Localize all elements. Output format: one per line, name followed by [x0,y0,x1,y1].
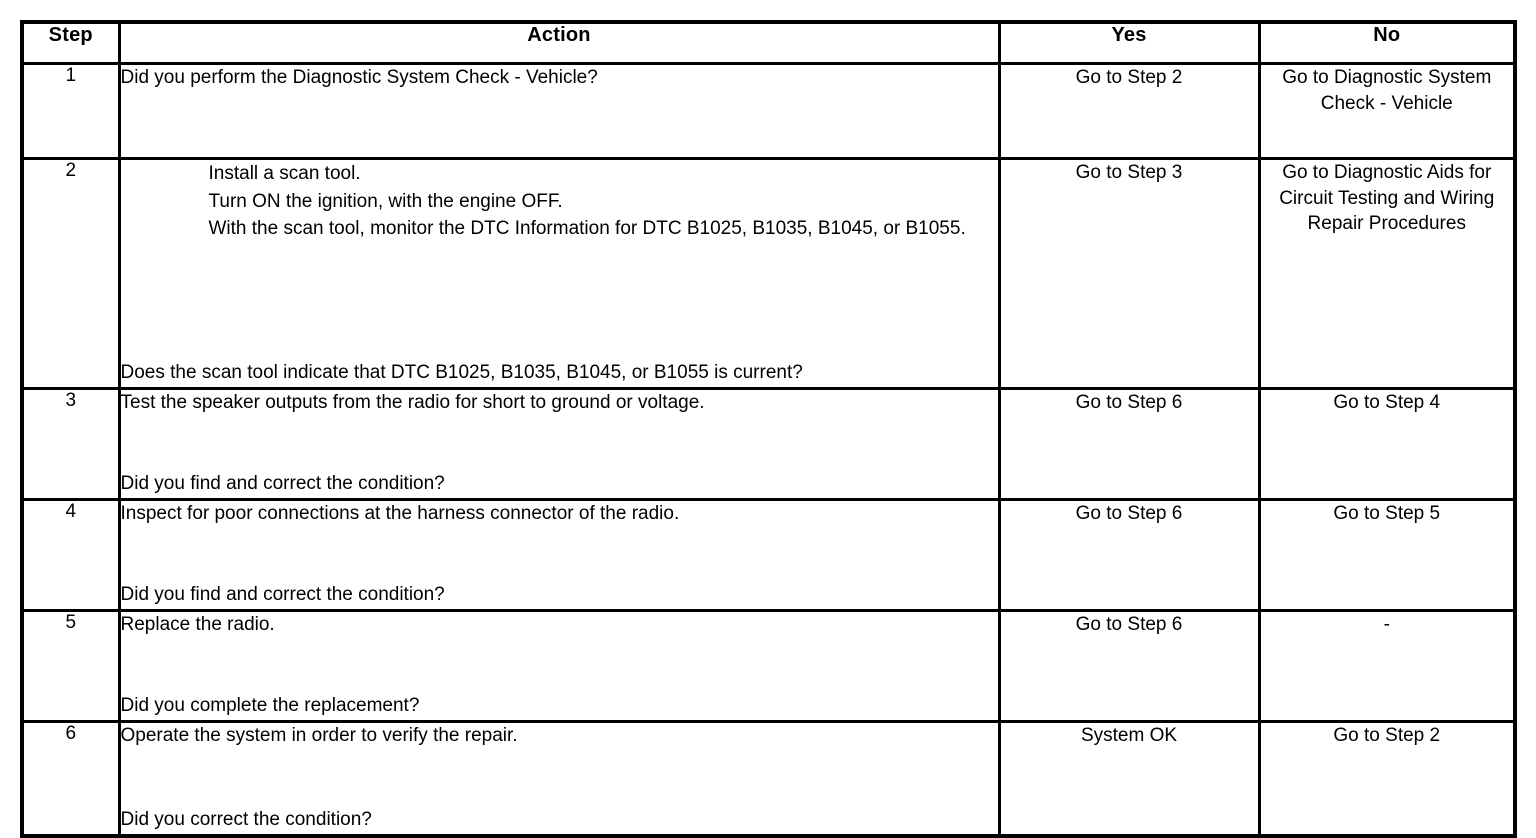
action-cell: Operate the system in order to verify th… [117,720,1001,838]
action-question: Did you find and correct the condition? [120,584,445,606]
action-spacer [121,92,998,157]
no-result-cell: Go to Diagnostic System Check - Vehicle [1257,62,1517,160]
action-cell: Did you perform the Diagnostic System Ch… [117,62,1001,160]
action-substep-list: Install a scan tool. Turn ON the ignition… [121,160,998,243]
action-content: Operate the system in order to verify th… [121,723,998,834]
yes-result-cell: Go to Step 6 [997,387,1261,501]
yes-result-cell: System OK [997,720,1261,838]
column-header-step: Step [20,20,121,65]
no-result-cell: Go to Step 5 [1257,498,1517,612]
action-question: Did you find and correct the condition? [120,473,445,495]
action-content: Install a scan tool. Turn ON the ignition… [121,160,998,387]
action-cell: Test the speaker outputs from the radio … [117,387,1001,501]
action-content: Did you perform the Diagnostic System Ch… [121,65,998,157]
header-row: Step Action Yes No [20,20,1517,65]
no-result-cell: Go to Step 4 [1257,387,1517,501]
action-spacer [121,417,998,471]
action-spacer [121,243,998,360]
action-statement: Did you perform the Diagnostic System Ch… [120,67,598,88]
step-number-cell: 2 [20,157,121,390]
step-number-cell: 5 [20,609,121,723]
action-statement: Test the speaker outputs from the radio … [120,392,705,413]
no-result-cell: Go to Step 2 [1257,720,1517,838]
column-header-action: Action [117,20,1001,65]
action-content: Test the speaker outputs from the radio … [121,390,998,498]
step-number-cell: 1 [20,62,121,160]
action-content: Inspect for poor connections at the harn… [121,501,998,609]
action-question: Did you complete the replacement? [120,695,420,717]
no-result-cell: Go to Diagnostic Aids for Circuit Testin… [1257,157,1517,390]
action-spacer [121,528,998,582]
action-substep: Install a scan tool. [208,163,361,184]
no-result-cell: - [1257,609,1517,723]
action-substep: Turn ON the ignition, with the engine OF… [208,190,563,212]
yes-result-cell: Go to Step 6 [997,609,1261,723]
action-statement: Operate the system in order to verify th… [120,725,518,746]
yes-result-cell: Go to Step 6 [997,498,1261,612]
table-row: 2 Install a scan tool. Turn ON the ignitio… [20,157,1517,390]
step-number-cell: 4 [20,498,121,612]
action-spacer [121,639,998,693]
step-number-cell: 3 [20,387,121,501]
action-content: Replace the radio. Did you complete the r… [121,612,998,720]
action-substep: With the scan tool, monitor the DTC Info… [208,218,966,240]
yes-result-cell: Go to Step 2 [997,62,1261,160]
action-cell: Replace the radio. Did you complete the r… [117,609,1001,723]
action-statement: Inspect for poor connections at the harn… [120,503,680,524]
table-header: Step Action Yes No [20,20,1517,65]
action-question: Did you correct the condition? [120,809,372,831]
action-statement: Replace the radio. [120,614,275,635]
action-cell: Install a scan tool. Turn ON the ignition… [117,157,1001,390]
action-question: Does the scan tool indicate that DTC B10… [120,362,803,384]
step-number-cell: 6 [20,720,121,838]
column-header-yes: Yes [997,20,1261,65]
column-header-no: No [1257,20,1517,65]
action-cell: Inspect for poor connections at the harn… [117,498,1001,612]
yes-result-cell: Go to Step 3 [997,157,1261,390]
action-spacer [121,750,998,807]
